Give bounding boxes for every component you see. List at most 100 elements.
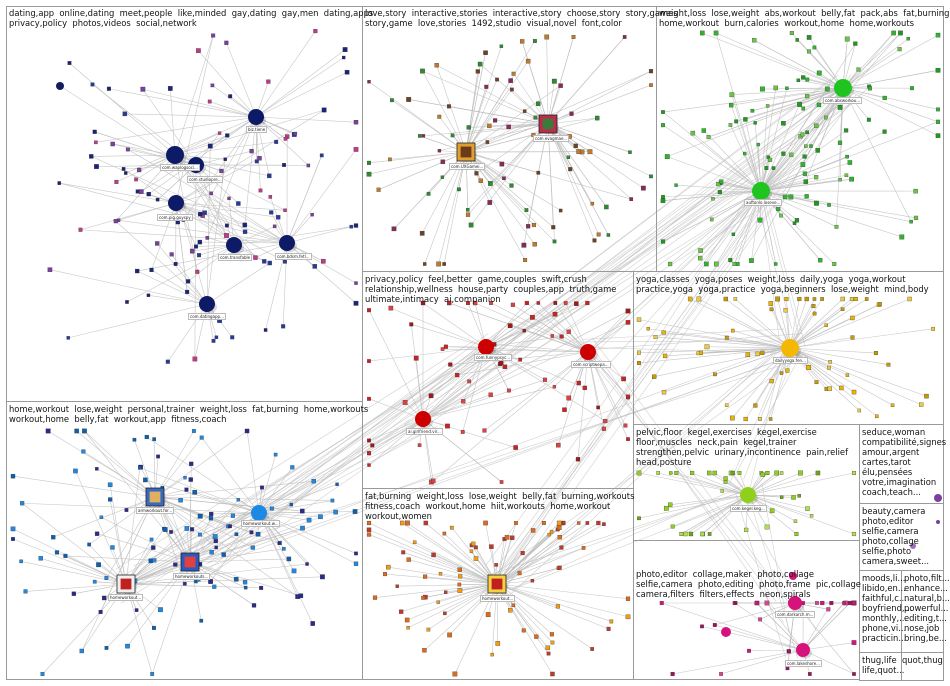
leaf-node [228,94,233,99]
leaf-node [609,619,614,624]
leaf-node [743,416,748,422]
leaf-node [219,168,224,174]
leaf-node [714,261,719,267]
leaf-node [552,239,557,244]
leaf-node [747,648,751,653]
hub-node [226,237,242,253]
edge [120,407,423,604]
leaf-node [837,105,843,110]
edge [407,583,498,621]
leaf-node [797,494,801,498]
leaf-node [788,194,794,200]
leaf-node [266,79,271,84]
edge [422,70,467,153]
leaf-node [807,49,812,54]
edge [802,649,855,675]
leaf-node [165,359,170,364]
edge [752,508,799,659]
edge [465,79,498,153]
leaf-node [431,478,436,484]
leaf-node [728,123,733,127]
leaf-node [419,230,425,236]
leaf-node [236,498,240,502]
leaf-node [477,61,483,67]
edge [496,583,609,630]
leaf-node [422,648,427,653]
leaf-node [95,467,99,471]
leaf-node [669,471,673,475]
leaf-node [596,405,600,410]
edge [709,494,749,535]
leaf-node [874,414,879,419]
leaf-node [183,582,187,586]
leaf-node [789,152,794,157]
edge [255,116,309,166]
leaf-node [563,301,568,305]
leaf-node [518,357,523,362]
edge [148,294,208,305]
edge [547,123,599,235]
edge [496,583,559,607]
edge [457,351,589,376]
edge [53,496,156,538]
edge [208,341,796,559]
edge [496,547,584,585]
leaf-node [310,212,314,217]
leaf-node [138,465,142,470]
leaf-node [845,373,850,377]
edge [169,88,176,156]
group-keywords-home-workout: home,workout lose,weight personal,traine… [9,404,369,424]
edge [154,430,248,498]
leaf-node [806,35,812,40]
leaf-node [834,224,839,229]
group-box-dating [6,6,363,402]
leaf-node [195,269,200,274]
edge [842,87,939,136]
edge [233,226,352,246]
leaf-node [768,157,773,162]
leaf-node [809,144,813,148]
leaf-node [283,136,288,141]
leaf-node [440,347,445,351]
leaf-node [688,531,694,537]
leaf-node [510,87,514,92]
hub-label: auftonlo.loseve... [744,199,783,206]
leaf-node [898,30,903,36]
isolated-node [56,82,64,90]
leaf-node [344,69,350,75]
leaf-node [242,580,248,585]
leaf-node [551,78,557,84]
leaf-node [426,191,431,196]
leaf-node [587,149,593,155]
edge [438,151,467,265]
leaf-node [376,187,381,192]
leaf-node [475,69,480,74]
leaf-node [626,437,630,441]
hub-node-icon [180,552,200,572]
leaf-node [754,601,759,605]
leaf-node [367,359,371,363]
leaf-node [931,326,936,331]
leaf-node [353,223,359,228]
leaf-node [765,104,770,108]
leaf-node [808,672,812,676]
leaf-node [826,607,831,612]
edge [258,454,276,514]
hub-label: com.UXGamei... [449,163,486,170]
edge [576,333,803,352]
leaf-node [258,188,263,193]
edge [658,472,749,496]
leaf-node [909,219,913,224]
leaf-node [354,551,358,556]
leaf-node [853,296,858,302]
edge [789,347,855,393]
leaf-node [769,307,774,312]
edge [496,583,553,643]
leaf-node [913,215,919,221]
leaf-node [812,45,817,50]
leaf-node [132,437,137,442]
hub-node [248,109,264,125]
edge [760,130,847,192]
leaf-node [184,526,190,531]
